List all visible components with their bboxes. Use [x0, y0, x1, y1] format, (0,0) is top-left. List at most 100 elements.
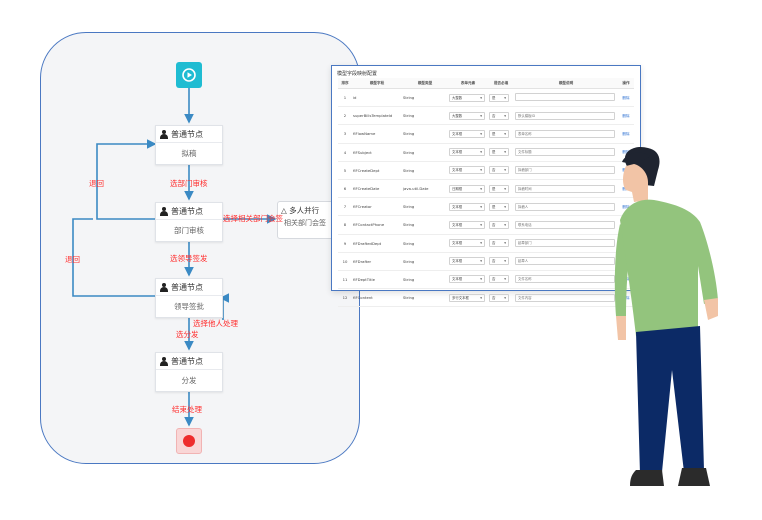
left-hand	[616, 316, 626, 340]
row-number: 5	[338, 161, 352, 180]
column-header: 模型字段	[352, 78, 402, 89]
required-select[interactable]: 是▾	[489, 129, 509, 138]
flow-node-dispatch[interactable]: 普通节点 分发	[155, 352, 223, 392]
description-input[interactable]	[515, 93, 615, 102]
form-element-select[interactable]: 文本框▾	[449, 239, 485, 248]
node-name: 拟稿	[181, 149, 197, 158]
required-select[interactable]: 是▾	[489, 148, 509, 157]
caret-down-icon: ▾	[480, 131, 482, 136]
play-icon	[182, 68, 196, 82]
delete-link[interactable]: 删除	[622, 95, 630, 100]
column-header: 排序	[338, 78, 352, 89]
start-node-button[interactable]	[176, 62, 202, 88]
description-input[interactable]: 联系电话	[515, 220, 615, 229]
form-element-select[interactable]: 文本框▾	[449, 202, 485, 211]
caret-down-icon: ▾	[504, 131, 506, 136]
form-element-select[interactable]: 日期框▾	[449, 184, 485, 193]
field-mapping-panel: 模型字段映射配置 排序 模型字段 模型类型 表单元素 是否必填 模型说明 操作 …	[331, 65, 641, 308]
form-element-select[interactable]: 文本框▾	[449, 275, 485, 284]
required-select[interactable]: 否▾	[489, 275, 509, 284]
required-select[interactable]: 否▾	[489, 220, 509, 229]
caret-down-icon: ▾	[480, 113, 482, 118]
person-illustration	[614, 146, 718, 486]
required-select[interactable]: 是▾	[489, 202, 509, 211]
description-input[interactable]: 文件名称	[515, 275, 615, 284]
model-field: fIFDrafter	[352, 252, 402, 271]
form-element-select[interactable]: 大整数▾	[449, 93, 485, 102]
form-element-select[interactable]: 文本框▾	[449, 257, 485, 266]
required-select[interactable]: 否▾	[489, 111, 509, 120]
model-field: fIFCreateDept	[352, 161, 402, 180]
row-number: 12	[338, 288, 352, 308]
form-element-select[interactable]: 多行文本框▾	[449, 293, 485, 302]
model-type: String	[402, 215, 448, 235]
flow-node-dept-review[interactable]: 普通节点 部门审核	[155, 202, 223, 242]
face	[623, 164, 648, 202]
flow-node-leader-sign[interactable]: 普通节点 领导签批	[155, 278, 223, 318]
caret-down-icon: ▾	[504, 222, 506, 227]
flow-node-draft[interactable]: 普通节点 拟稿	[155, 125, 223, 165]
node-type-label: 普通节点	[171, 282, 203, 292]
column-header: 模型类型	[402, 78, 448, 89]
form-element-select[interactable]: 大整数▾	[449, 111, 485, 120]
required-select[interactable]: 是▾	[489, 184, 509, 193]
delete-link[interactable]: 删除	[622, 113, 630, 118]
edge-label-back: 退回	[89, 179, 104, 188]
description-input[interactable]: 起草人	[515, 257, 615, 266]
model-type: String	[402, 197, 448, 217]
description-input[interactable]: 拟稿时间	[515, 184, 615, 193]
caret-down-icon: ▾	[504, 204, 506, 209]
form-element-select[interactable]: 文本框▾	[449, 166, 485, 175]
description-input[interactable]: 默认模板ID	[515, 111, 615, 120]
required-select[interactable]: 否▾	[489, 166, 509, 175]
required-select[interactable]: 否▾	[489, 293, 509, 302]
user-icon	[159, 129, 168, 139]
row-number: 2	[338, 106, 352, 126]
description-input[interactable]: 拟稿人	[515, 202, 615, 211]
row-number: 1	[338, 88, 352, 108]
required-select[interactable]: 否▾	[489, 239, 509, 248]
caret-down-icon: ▾	[480, 241, 482, 246]
form-element-select[interactable]: 文本框▾	[449, 148, 485, 157]
delete-link[interactable]: 删除	[622, 204, 630, 209]
workflow-diagram-panel: 普通节点 拟稿 普通节点 部门审核 △ 多人并行 相关部门会签 普通节点 领导签…	[40, 32, 360, 464]
flow-node-multi-parallel[interactable]: △ 多人并行 相关部门会签	[277, 201, 337, 239]
edge-label-back: 退回	[65, 255, 80, 264]
edge-dept-back-to-draft	[96, 139, 157, 220]
caret-down-icon: ▾	[480, 222, 482, 227]
model-field: fIFContent	[352, 288, 402, 308]
model-field: fIFDeptTitle	[352, 270, 402, 290]
node-type-label: 普通节点	[171, 129, 203, 139]
edge-label-dispatch: 选分发	[176, 330, 199, 339]
table-header-row: 排序 模型字段 模型类型 表单元素 是否必填 模型说明 操作	[338, 78, 634, 89]
form-element-select[interactable]: 文本框▾	[449, 129, 485, 138]
required-select[interactable]: 是▾	[489, 93, 509, 102]
description-input[interactable]: 拟稿部门	[515, 166, 615, 175]
workflow-connectors	[72, 88, 277, 427]
user-icon	[159, 356, 168, 366]
description-input[interactable]: 起草部门	[515, 239, 615, 248]
caret-down-icon: ▾	[480, 150, 482, 155]
edge-leader-back-to-dept	[72, 218, 155, 297]
description-input[interactable]: 表单名称	[515, 129, 615, 138]
delete-link[interactable]: 删除	[622, 150, 630, 155]
delete-link[interactable]: 删除	[622, 131, 630, 136]
form-element-select[interactable]: 文本框▾	[449, 220, 485, 229]
model-field: id	[352, 88, 402, 108]
description-input[interactable]: 文件标题	[515, 148, 615, 157]
caret-down-icon: ▾	[504, 241, 506, 246]
model-type: java.util.Date	[402, 179, 448, 199]
caret-down-icon: ▾	[504, 186, 506, 191]
model-type: String	[402, 106, 448, 126]
model-type: String	[402, 252, 448, 271]
description-input[interactable]: 文件内容	[515, 293, 615, 302]
required-select[interactable]: 否▾	[489, 257, 509, 266]
end-node-button[interactable]	[176, 428, 202, 454]
